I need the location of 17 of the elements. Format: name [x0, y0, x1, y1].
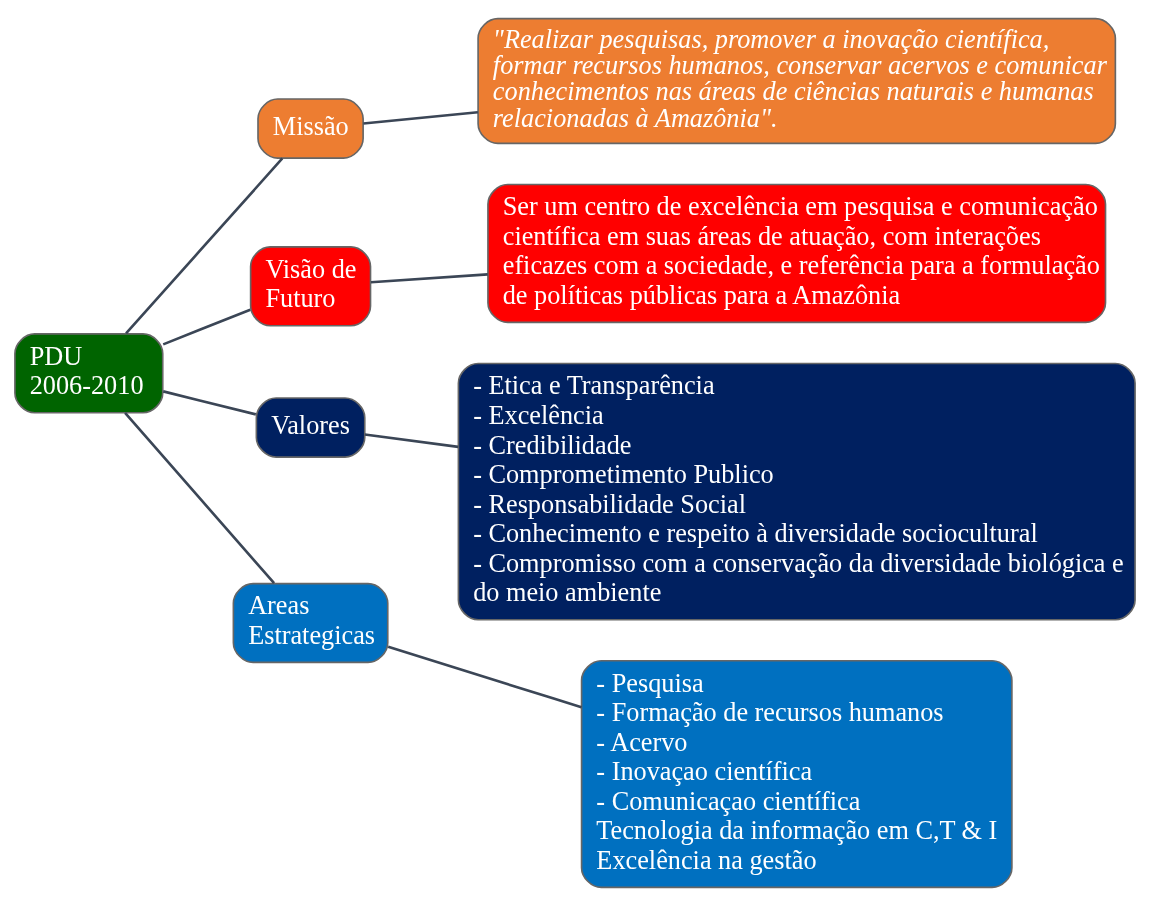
connector: [124, 411, 276, 584]
node-box: Visão de Futuro: [249, 245, 372, 327]
node-box: - Pesquisa - Formação de recursos humanos - Acervo - Inovaçao científica - Comunicaçao científica Tecnologia da informação em C,T & I Excelência na gestão: [580, 659, 1013, 888]
connector: [162, 307, 251, 346]
connector: [363, 110, 479, 125]
node-box: "Realizar pesquisas, promover a inovação científica, formar recursos humanos, conservar acervos e comunicar conhecimentos nas áreas de ciências naturais e humanas relacionadas à Amazônia".: [477, 17, 1117, 144]
node-box: PDU 2006-2010: [14, 332, 164, 414]
connector: [370, 272, 488, 284]
connector: [162, 389, 257, 416]
node-box: Areas Estrategicas: [232, 582, 389, 663]
node-box: Ser um centro de excelência em pesquisa e comunicação científica em suas áreas de atuação, com interações eficazes com a sociedade, e referência para a formulação de políticas públicas para a Amazônia: [487, 183, 1107, 323]
connector: [125, 157, 284, 334]
connector: [387, 645, 582, 708]
node-box: - Etica e Transparência - Excelência - Credibilidade - Comprometimento Publico - Responsabilidade Social - Conhecimento e respeito à diversidade sociocultural - Compromisso com a conservação da diversidade biológica e do meio ambiente: [457, 362, 1136, 621]
node-box: Valores: [255, 396, 366, 458]
node-box: Missão: [257, 97, 364, 159]
connector: [364, 432, 459, 448]
